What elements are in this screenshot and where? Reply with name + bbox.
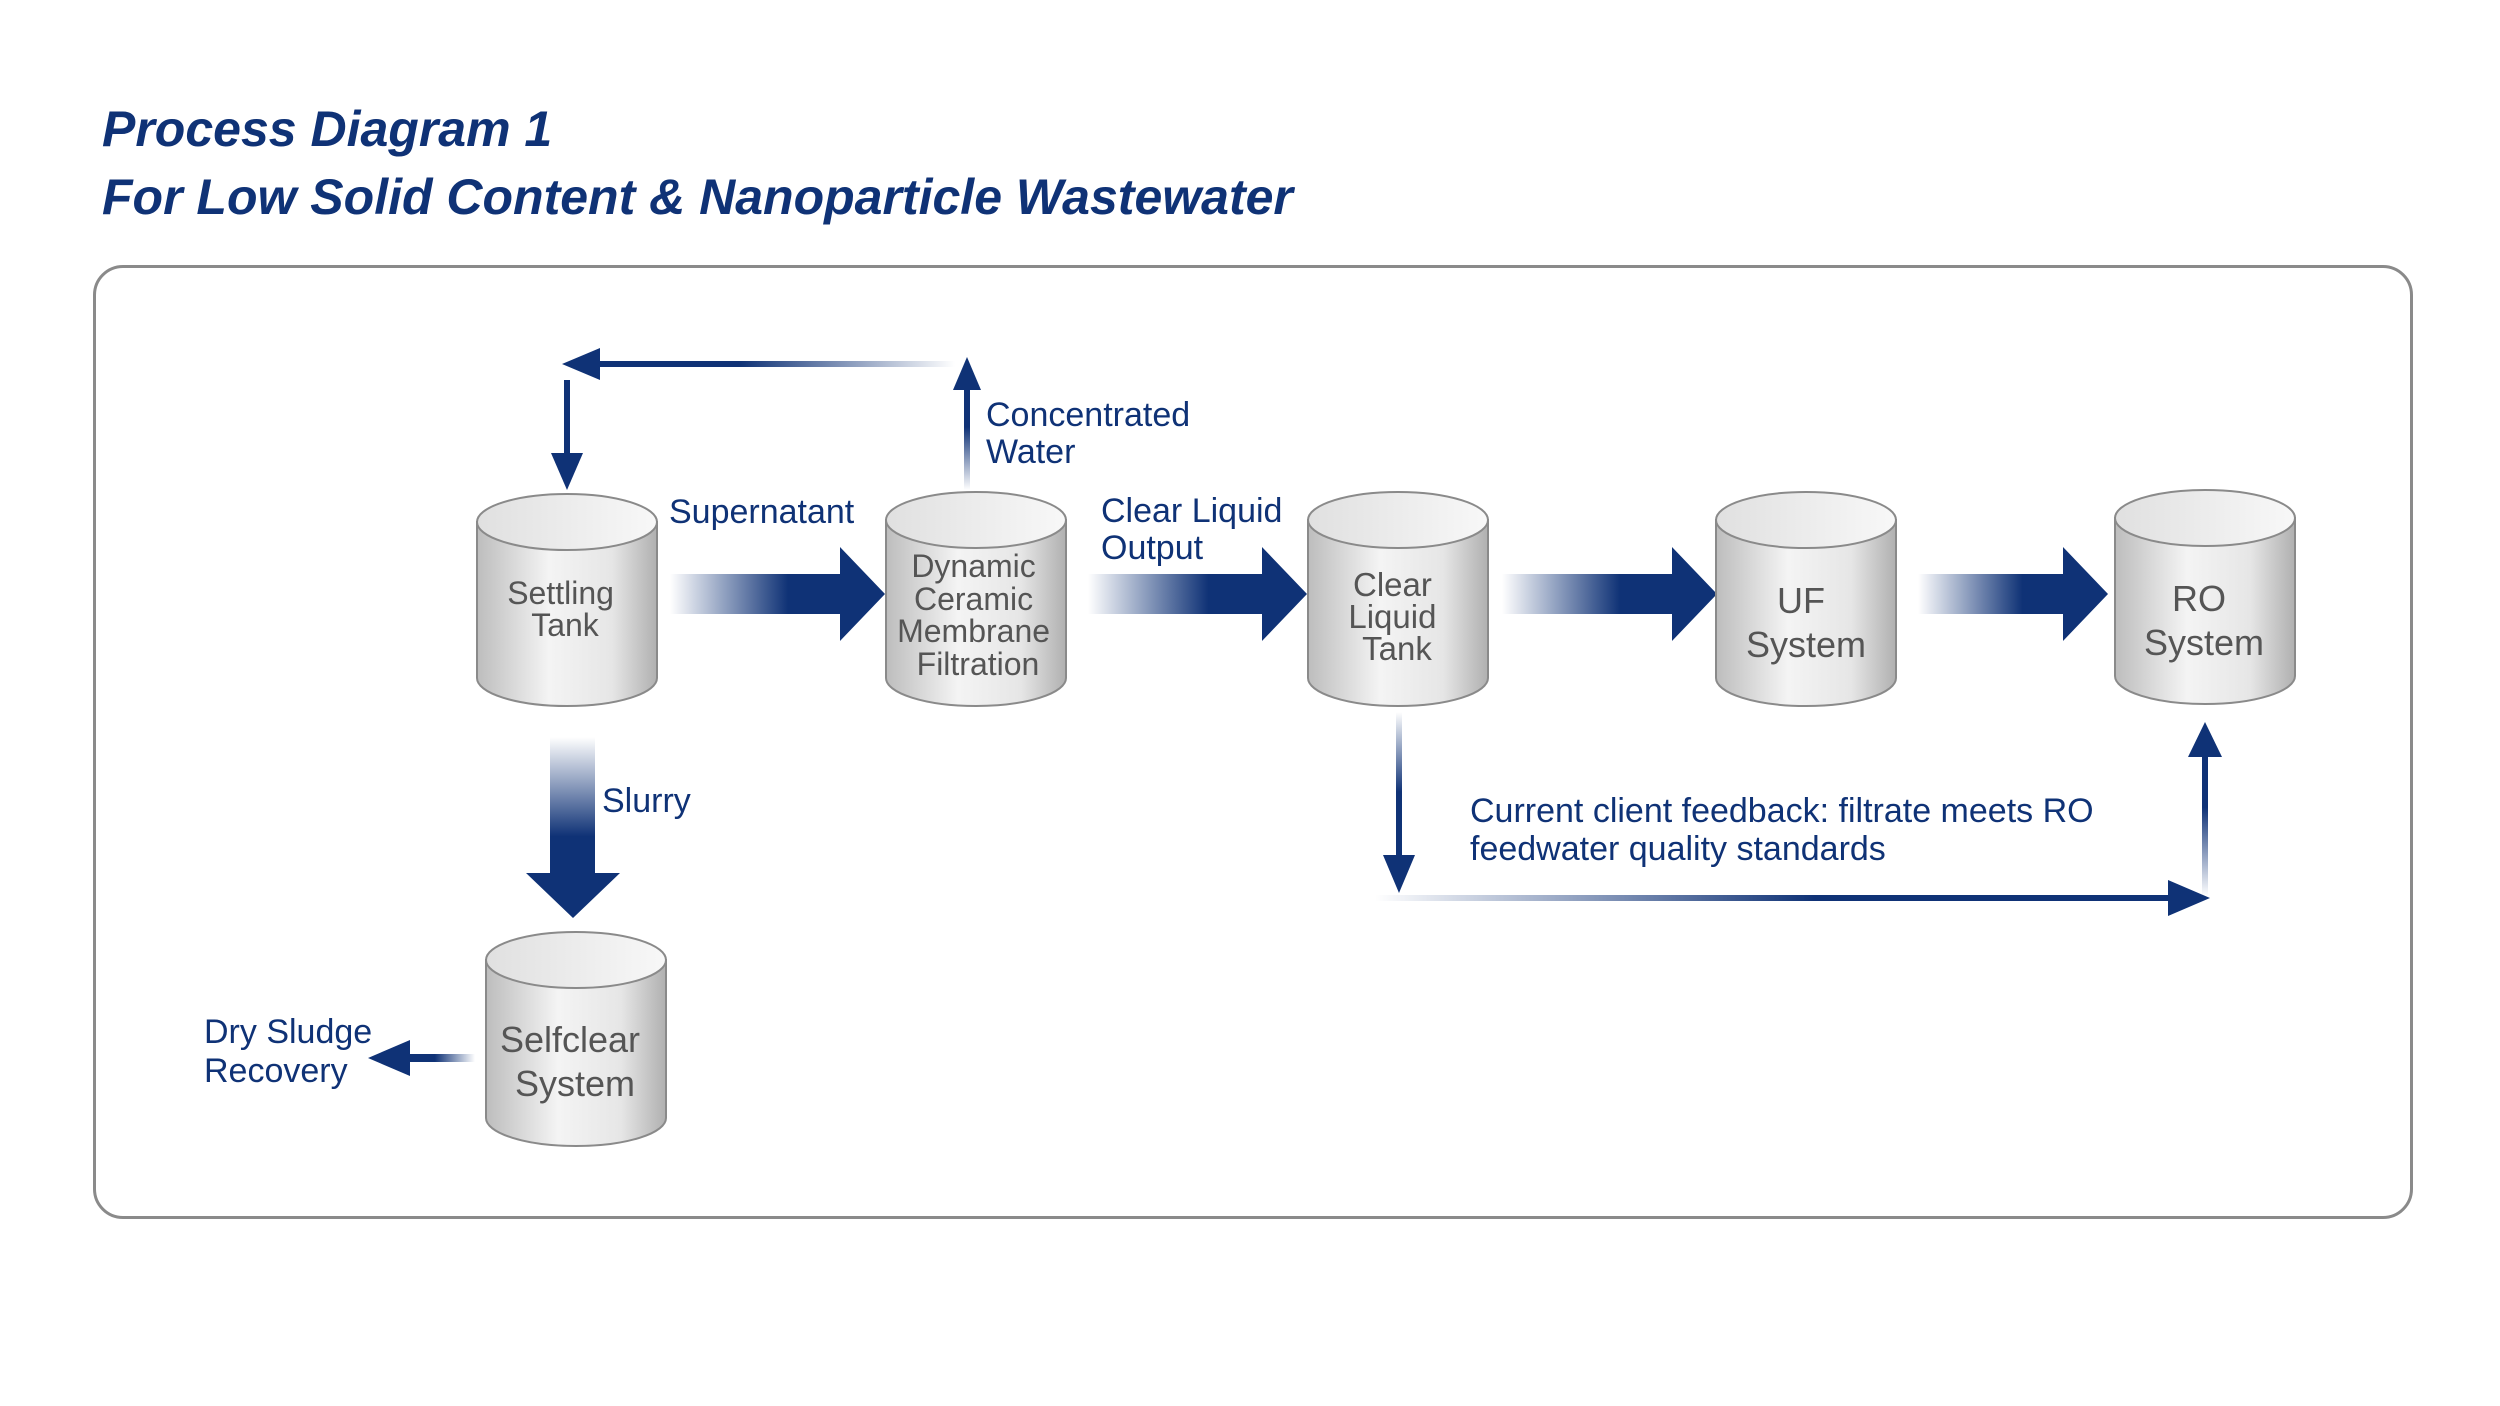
ro-system-tank: RO System bbox=[2114, 489, 2296, 705]
bypass-down-arrowhead bbox=[1383, 855, 1415, 893]
dcmf-tank: Dynamic Ceramic Membrane Filtration bbox=[885, 491, 1067, 707]
bypass-horizontal-arrowhead bbox=[2168, 880, 2210, 916]
svg-text:Settling Tank: Settling Tank bbox=[507, 575, 623, 643]
uf-system-label: System bbox=[1746, 624, 1866, 665]
selfclear-system-tank: Selfclear System bbox=[485, 931, 667, 1147]
concentrated-water-arrowhead bbox=[953, 357, 981, 390]
bypass-down-line bbox=[1396, 712, 1402, 857]
uf-system-tank: UF System bbox=[1715, 491, 1897, 707]
return-line bbox=[595, 361, 955, 367]
return-down-line bbox=[564, 380, 570, 460]
svg-text:Selfclear System: Selfclear System bbox=[500, 1019, 650, 1104]
dry-sludge-recovery-label: Dry Sludge bbox=[204, 1013, 372, 1051]
settling-tank: Settling Tank bbox=[476, 493, 658, 707]
concentrated-water-label: Concentrated bbox=[986, 396, 1190, 434]
dcmf-tank-label: Dynamic bbox=[911, 548, 1035, 584]
return-line-arrowhead bbox=[562, 348, 600, 380]
return-down-arrowhead bbox=[551, 453, 583, 490]
clear-liquid-tank: Clear Liquid Tank bbox=[1307, 491, 1489, 707]
svg-text:Clear Liquid Output: Clear Liquid Output bbox=[1101, 492, 1292, 567]
page-title-line-2: For Low Solid Content & Nanoparticle Was… bbox=[102, 169, 1293, 225]
clear-liquid-tank-label: Clear bbox=[1353, 566, 1432, 603]
ro-system-label: RO bbox=[2172, 578, 2226, 619]
dry-sludge-line bbox=[408, 1054, 475, 1062]
supernatant-label: Supernatant bbox=[669, 493, 855, 531]
clear-liquid-tank-label: Liquid bbox=[1348, 598, 1436, 635]
clear-liquid-output-arrow bbox=[1088, 547, 1307, 641]
clear-liquid-output-label: Output bbox=[1101, 529, 1204, 567]
svg-text:Dry Sludge Recovery: Dry Sludge Recovery bbox=[204, 1013, 382, 1090]
svg-text:Clear Liquid Tank: Clear Liquid Tank bbox=[1348, 566, 1445, 667]
dry-sludge-arrowhead bbox=[368, 1040, 410, 1076]
dcmf-tank-label: Ceramic bbox=[914, 581, 1033, 617]
uf-to-ro-arrow bbox=[1918, 547, 2108, 641]
dcmf-tank-label: Membrane bbox=[897, 613, 1050, 649]
page-title-line-1: Process Diagram 1 bbox=[102, 101, 553, 157]
clear-to-uf-arrow bbox=[1502, 547, 1717, 641]
svg-text:Dynamic Ceramic Me: Dynamic Ceramic Membrane Filtration bbox=[897, 548, 1059, 682]
clear-liquid-output-label: Clear Liquid bbox=[1101, 492, 1282, 530]
slurry-arrow bbox=[526, 737, 620, 918]
ro-system-label: System bbox=[2144, 622, 2264, 663]
supernatant-arrow bbox=[670, 547, 885, 641]
svg-text:UF System: UF System bbox=[1746, 580, 1866, 665]
bypass-up-arrowhead bbox=[2188, 722, 2222, 757]
concentrated-water-label: Water bbox=[986, 433, 1075, 471]
svg-text:Concentrated Water: Concentrated Water bbox=[986, 396, 1200, 471]
slurry-label: Slurry bbox=[602, 782, 691, 820]
dcmf-tank-label: Filtration bbox=[917, 646, 1040, 682]
bypass-horizontal-line bbox=[1375, 895, 2175, 901]
selfclear-system-label: Selfclear bbox=[500, 1019, 640, 1060]
svg-text:RO System: RO System bbox=[2144, 578, 2264, 663]
dry-sludge-recovery-label: Recovery bbox=[204, 1052, 348, 1090]
svg-text:Current client feedback: filtr: Current client feedback: filtrate meets … bbox=[1470, 792, 2103, 868]
bypass-up-line bbox=[2202, 748, 2208, 896]
client-feedback-note: Current client feedback: filtrate meets … bbox=[1470, 792, 2094, 830]
settling-tank-label: Settling bbox=[507, 575, 614, 611]
uf-system-label: UF bbox=[1777, 580, 1825, 621]
selfclear-system-label: System bbox=[515, 1063, 635, 1104]
clear-liquid-tank-label: Tank bbox=[1362, 630, 1432, 667]
settling-tank-label: Tank bbox=[531, 607, 600, 643]
concentrated-water-riser bbox=[964, 385, 970, 490]
diagram-frame bbox=[93, 265, 2413, 1219]
client-feedback-note: feedwater quality standards bbox=[1470, 830, 1886, 868]
